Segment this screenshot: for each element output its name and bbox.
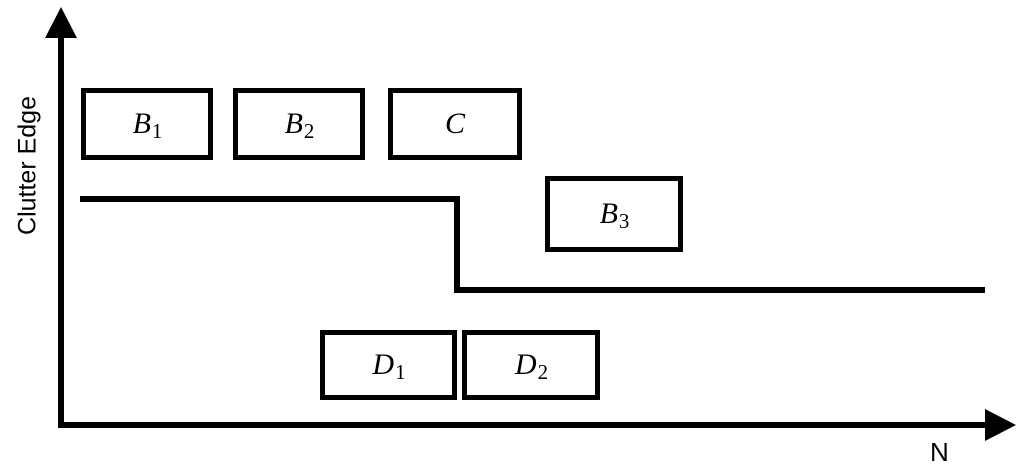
block-b1[interactable]: B1 xyxy=(81,88,213,160)
arrow-right-icon xyxy=(985,409,1016,441)
x-axis-line xyxy=(61,422,991,428)
block-d1[interactable]: D1 xyxy=(320,330,457,400)
block-c[interactable]: C xyxy=(388,88,522,160)
y-axis-label: Clutter Edge xyxy=(13,96,42,235)
block-c-label: C xyxy=(444,107,465,140)
y-axis-line xyxy=(58,30,64,428)
block-b2-label: B2 xyxy=(284,107,315,143)
block-d1-label: D1 xyxy=(372,348,406,384)
block-b1-label: B1 xyxy=(132,107,163,143)
block-b2[interactable]: B2 xyxy=(233,88,365,160)
x-axis-label: N xyxy=(930,437,949,467)
block-b3[interactable]: B3 xyxy=(545,176,683,252)
block-d2[interactable]: D2 xyxy=(462,330,600,400)
block-d2-label: D2 xyxy=(514,348,549,384)
block-b3-label: B3 xyxy=(599,197,630,233)
arrow-up-icon xyxy=(45,7,77,38)
